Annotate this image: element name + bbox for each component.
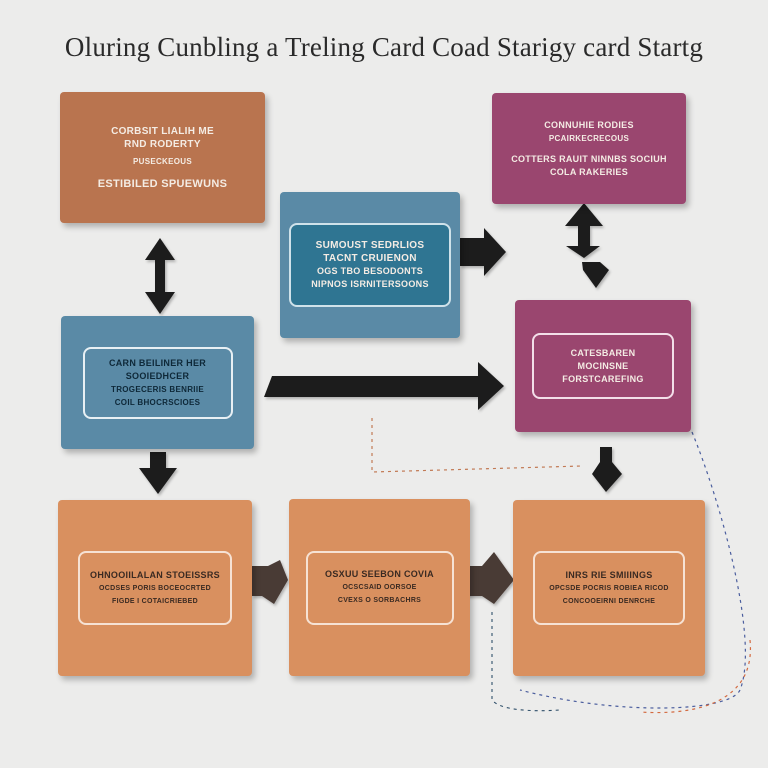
- card-center-blue: SUMOUST SEDRLIOS TACNT CRUIENON OGS TBO …: [280, 192, 460, 338]
- card-right-plum-line-3: FORSTCAREFING: [562, 373, 644, 384]
- card-left-blue-frame: CARN BEILINER HER SOOIEDHCER TROGECERIS …: [82, 346, 233, 419]
- card-top-left: CORBSIT LIALIH ME RND RODERTY PUSECKEOUS…: [60, 92, 265, 223]
- card-bottom-mid-line-1: OSXUU SEEBON COVIA: [325, 569, 434, 579]
- arrow-down-left: [139, 452, 177, 494]
- arrow-bottom-1: [252, 560, 288, 604]
- arrow-down-right: [592, 447, 622, 492]
- card-right-plum: CATESBAREN MOCINSNE FORSTCAREFING: [515, 300, 691, 432]
- card-left-blue: CARN BEILINER HER SOOIEDHCER TROGECERIS …: [61, 316, 254, 449]
- card-bottom-left: OHNOOIILALAN STOEISSRS OCDSES PORIS BOCE…: [58, 500, 252, 676]
- card-bottom-left-line-3: FIGDE I COTAICRIEBED: [112, 597, 198, 605]
- card-bottom-left-line-1: OHNOOIILALAN STOEISSRS: [90, 569, 220, 580]
- diagram-title: Oluring Cunbling a Treling Card Coad Sta…: [64, 32, 704, 62]
- card-bottom-mid: OSXUU SEEBON COVIA OCSCSAID OORSOE CVEXS…: [289, 499, 470, 676]
- card-top-right: CONNUHIE RODIES PCAIRKECRECOUS COTTERS R…: [492, 93, 686, 204]
- card-center-blue-line-3: OGS TBO BESODONTS: [316, 266, 424, 276]
- card-center-blue-frame: SUMOUST SEDRLIOS TACNT CRUIENON OGS TBO …: [289, 223, 451, 307]
- card-center-blue-line-2: TACNT CRUIENON: [323, 253, 417, 264]
- card-left-blue-line-4: COIL BHOCRSCIOES: [114, 397, 201, 407]
- card-bottom-right-line-1: INRS RIE SMIIINGS: [565, 569, 653, 580]
- dashed-connector-right: [519, 431, 746, 709]
- card-bottom-right-frame: INRS RIE SMIIINGS OPCSDE POCRIS ROBIEA R…: [533, 551, 685, 625]
- dashed-connector-bottom-mid: [491, 612, 561, 712]
- card-left-blue-line-2: SOOIEDHCER: [125, 370, 190, 381]
- card-bottom-left-frame: OHNOOIILALAN STOEISSRS OCDSES PORIS BOCE…: [78, 551, 232, 625]
- card-right-plum-line-2: MOCINSNE: [577, 360, 629, 371]
- card-top-left-line-1: CORBSIT LIALIH ME: [111, 125, 214, 137]
- card-right-plum-line-1: CATESBAREN: [570, 347, 636, 358]
- card-right-plum-frame: CATESBAREN MOCINSNE FORSTCAREFING: [532, 333, 674, 399]
- card-top-right-line-2: PCAIRKECRECOUS: [548, 133, 630, 143]
- card-top-right-line-3: COTTERS RAUIT NINNBS SOCIUH: [511, 153, 667, 164]
- long-arrow-right: [264, 362, 504, 410]
- double-arrow-left: [145, 238, 175, 314]
- dashed-connector-right-orange: [639, 639, 751, 714]
- arrow-to-top-right: [460, 228, 506, 276]
- double-arrow-right: [565, 203, 609, 288]
- card-left-blue-line-1: CARN BEILINER HER: [108, 357, 207, 368]
- card-bottom-mid-line-3: CVEXS O SORBACHRS: [337, 597, 422, 604]
- card-bottom-mid-frame: OSXUU SEEBON COVIA OCSCSAID OORSOE CVEXS…: [305, 550, 454, 625]
- arrow-bottom-2: [464, 552, 514, 604]
- card-top-right-line-1: CONNUHIE RODIES: [544, 119, 634, 130]
- card-bottom-mid-line-2: OCSCSAID OORSOE: [342, 584, 417, 591]
- card-bottom-right-line-2: OPCSDE POCRIS ROBIEA RICOD: [549, 584, 669, 592]
- card-bottom-right-line-3: CONCOOEIRNI DENRCHE: [562, 597, 656, 605]
- card-top-left-line-2: RND RODERTY: [124, 138, 201, 150]
- card-center-blue-line-1: SUMOUST SEDRLIOS: [315, 240, 425, 251]
- card-top-right-line-4: COLA RAKERIES: [549, 166, 629, 177]
- card-left-blue-line-3: TROGECERIS BENRIIE: [111, 384, 204, 394]
- card-bottom-left-line-2: OCDSES PORIS BOCEOCRTED: [99, 584, 211, 592]
- card-center-blue-line-4: NIPNOS ISRNITERSOONS: [311, 279, 429, 289]
- card-bottom-right: INRS RIE SMIIINGS OPCSDE POCRIS ROBIEA R…: [513, 500, 705, 676]
- card-top-left-footer: ESTIBILED SPUEWUNS: [97, 177, 228, 190]
- card-top-left-sub: PUSECKEOUS: [132, 156, 192, 166]
